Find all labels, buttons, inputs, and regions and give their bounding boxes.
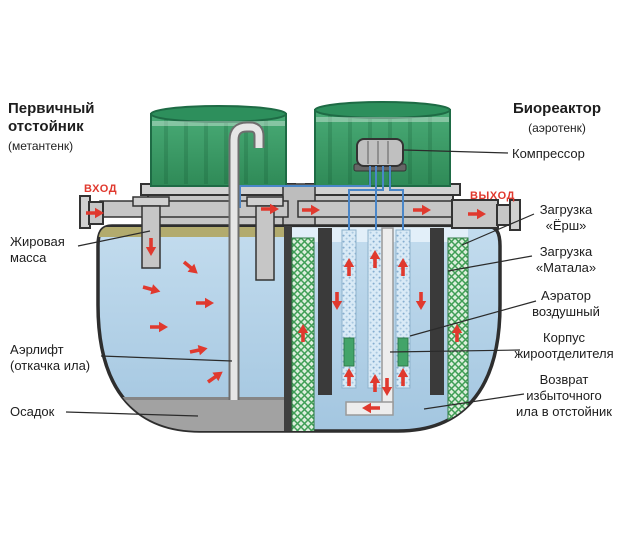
leader-airlift — [100, 355, 233, 362]
label-media-matala: Загрузка «Матала» — [535, 244, 597, 275]
label-fat-layer: Жировая масса — [10, 234, 65, 265]
matala-wall-left — [318, 228, 332, 395]
label-compressor: Компрессор — [512, 146, 585, 161]
leader-lines — [65, 149, 537, 417]
compressor-unit — [353, 138, 407, 172]
leader-matala — [447, 255, 533, 272]
leader-fat — [77, 230, 151, 247]
leader-ersh — [461, 213, 535, 246]
leader-compressor — [403, 149, 509, 154]
label-bioreactor-sub: (аэротенк) — [528, 121, 586, 135]
label-media-ersh: Загрузка «Ёрш» — [539, 202, 593, 233]
divider-wall — [284, 226, 292, 431]
matala-wall-right — [430, 228, 444, 395]
leader-return — [423, 393, 525, 410]
label-sludge-return: Возврат избыточного ила в отстойник — [516, 372, 612, 419]
tank-interior — [98, 226, 469, 431]
inlet-duct-assembly — [99, 196, 289, 281]
leader-aerator — [409, 300, 537, 337]
fat-layer — [98, 227, 286, 237]
outlet-stub — [496, 199, 521, 231]
label-inlet: ВХОД — [84, 183, 118, 195]
label-outlet: ВЫХОД — [470, 190, 516, 202]
label-primary-settler: Первичный отстойник — [8, 100, 95, 135]
label-grease-housing: Корпус жироотделителя — [514, 330, 614, 361]
sediment-top-line — [98, 397, 288, 400]
air-hoses — [239, 166, 404, 230]
left-lid — [150, 105, 287, 187]
air-diffuser-left — [343, 337, 355, 367]
label-bioreactor: Биореактор — [513, 100, 601, 117]
leader-housing — [389, 349, 521, 353]
label-airlift: Аэрлифт (откачка ила) — [10, 342, 91, 373]
label-primary-settler-sub: (метантенк) — [8, 139, 74, 153]
label-sediment: Осадок — [10, 404, 55, 419]
airlift-pipe — [228, 121, 265, 400]
leader-sediment — [65, 411, 199, 417]
label-air-diffuser: Аэратор воздушный — [532, 288, 600, 319]
